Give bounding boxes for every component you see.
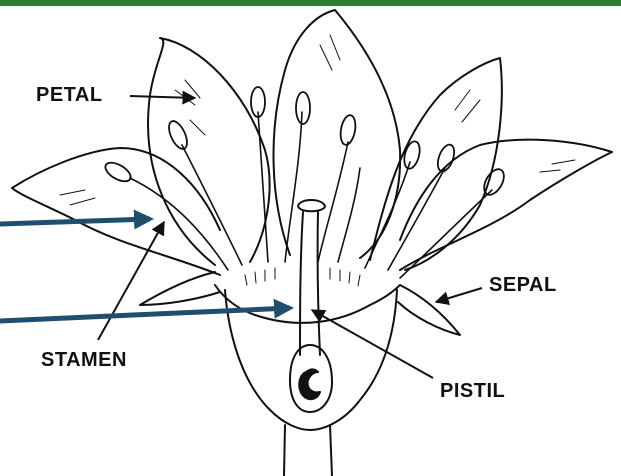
label-pistil: PISTIL — [440, 381, 505, 401]
pointer-arrow-icon — [0, 219, 150, 224]
petal-back-right — [370, 58, 502, 270]
sepal-leader-arrow — [436, 288, 482, 302]
ovary — [290, 345, 332, 412]
label-petal: PETAL — [36, 85, 103, 105]
label-sepal: SEPAL — [489, 275, 557, 295]
stem — [284, 425, 332, 476]
sepal-right — [398, 285, 460, 335]
pistil-style — [300, 212, 320, 355]
stamen-anthers — [102, 87, 508, 198]
petal-leader-arrow — [130, 96, 195, 98]
petal-back-left — [148, 38, 270, 265]
ovule — [299, 369, 320, 399]
petal-front-left — [12, 148, 220, 275]
stamen-leader-arrow — [98, 222, 164, 340]
petal-front-right — [400, 140, 612, 270]
label-stamen: STAMEN — [41, 350, 127, 370]
receptacle-cup — [215, 285, 400, 323]
sepal-left — [140, 272, 220, 305]
pistil-stigma — [298, 200, 325, 211]
pointer-arrow-icon — [0, 308, 290, 321]
